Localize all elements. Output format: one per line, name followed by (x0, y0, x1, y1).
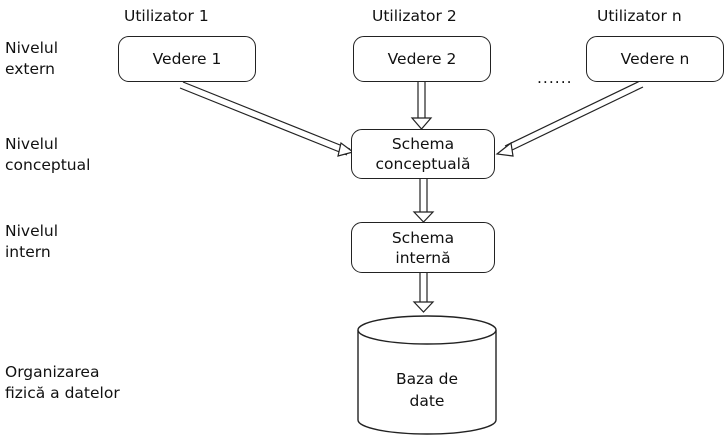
view-2-box: Vedere 2 (353, 36, 491, 82)
view-n-box: Vedere n (586, 36, 724, 82)
user-2-label: Utilizator 2 (372, 7, 457, 25)
view-2-label: Vedere 2 (387, 49, 457, 68)
view-n-label: Vedere n (620, 49, 690, 68)
ellipsis: ...... (537, 69, 573, 87)
view-1-box: Vedere 1 (118, 36, 256, 82)
view-1-label: Vedere 1 (152, 49, 222, 68)
arrow-vedere1-to-conceptual (179, 81, 355, 157)
user-1-label: Utilizator 1 (124, 7, 209, 25)
user-n-label: Utilizator n (597, 7, 682, 25)
database-cylinder-shape (357, 315, 497, 435)
arrow-conceptual-to-internal (412, 179, 435, 223)
arrow-vederen-to-conceptual (495, 80, 644, 157)
arrow-vedere2-to-conceptual (410, 82, 433, 130)
arrow-internal-to-database (412, 273, 435, 313)
